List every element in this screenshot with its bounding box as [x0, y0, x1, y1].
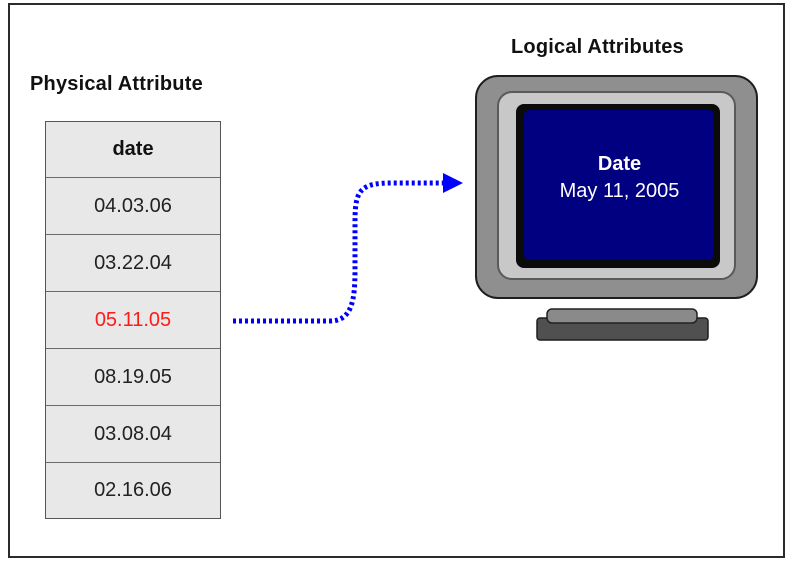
physical-attribute-title: Physical Attribute: [30, 73, 203, 95]
table-header-date: date: [46, 122, 220, 178]
physical-attribute-table: date 04.03.06 03.22.04 05.11.05 08.19.05…: [45, 121, 221, 519]
screen-date-value: May 11, 2005: [559, 180, 680, 202]
table-row-highlighted: 05.11.05: [46, 292, 220, 349]
monitor-screen: [524, 110, 714, 260]
table-row: 03.08.04: [46, 406, 220, 463]
arrow-head-icon: [443, 173, 463, 193]
monitor-stand-top: [546, 308, 698, 324]
table-row: 03.22.04: [46, 235, 220, 292]
table-row: 02.16.06: [46, 463, 220, 518]
table-row: 04.03.06: [46, 178, 220, 235]
mapping-arrow-line: [233, 180, 443, 324]
logical-attributes-title: Logical Attributes: [511, 36, 684, 58]
table-row: 08.19.05: [46, 349, 220, 406]
screen-date-label: Date: [597, 153, 642, 175]
